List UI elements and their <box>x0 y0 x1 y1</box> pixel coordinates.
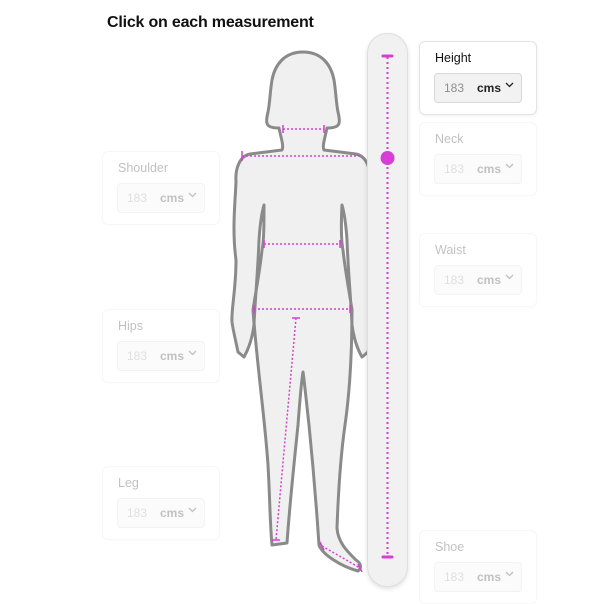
waist-label: Waist <box>435 243 466 257</box>
page-title: Click on each measurement <box>107 14 314 31</box>
height-card[interactable]: Height 183 cms <box>419 41 537 115</box>
hips-select[interactable]: 183 cms <box>117 341 205 371</box>
leg-unit: cms <box>160 506 185 520</box>
leg-label: Leg <box>118 476 139 490</box>
leg-guide <box>275 317 297 541</box>
shoulder-label: Shoulder <box>118 161 169 175</box>
shoulder-unit: cms <box>160 191 185 205</box>
chevron-down-icon[interactable] <box>188 505 197 514</box>
hips-card[interactable]: Hips 183 cms <box>102 309 220 383</box>
height-value: 183 <box>444 81 465 95</box>
shoe-select[interactable]: 183 cms <box>434 562 522 592</box>
hips-label: Hips <box>118 319 144 333</box>
hips-unit: cms <box>160 349 185 363</box>
chevron-down-icon[interactable] <box>505 272 514 281</box>
height-select[interactable]: 183 cms <box>434 73 522 103</box>
waist-unit: cms <box>477 273 502 287</box>
height-unit: cms <box>477 81 502 95</box>
leg-value: 183 <box>127 506 148 520</box>
shoulder-card[interactable]: Shoulder 183 cms <box>102 151 220 225</box>
shoulder-select[interactable]: 183 cms <box>117 183 205 213</box>
hips-value: 183 <box>127 349 148 363</box>
shoe-unit: cms <box>477 570 502 584</box>
waist-select[interactable]: 183 cms <box>434 265 522 295</box>
body-outline <box>230 50 376 573</box>
leg-card[interactable]: Leg 183 cms <box>102 466 220 540</box>
height-slider[interactable] <box>367 33 408 587</box>
shoe-value: 183 <box>444 570 465 584</box>
chevron-down-icon[interactable] <box>188 348 197 357</box>
chevron-down-icon[interactable] <box>505 80 514 89</box>
neck-label: Neck <box>435 132 464 146</box>
chevron-down-icon[interactable] <box>505 569 514 578</box>
slider-handle-icon[interactable] <box>380 151 395 165</box>
shoe-card[interactable]: Shoe 183 cms <box>419 530 537 604</box>
shoe-guide <box>321 545 361 569</box>
neck-value: 183 <box>444 162 465 176</box>
waist-card[interactable]: Waist 183 cms <box>419 233 537 307</box>
leg-select[interactable]: 183 cms <box>117 498 205 528</box>
neck-select[interactable]: 183 cms <box>434 154 522 184</box>
neck-card[interactable]: Neck 183 cms <box>419 122 537 196</box>
chevron-down-icon[interactable] <box>188 190 197 199</box>
height-label: Height <box>435 51 472 65</box>
shoe-label: Shoe <box>435 540 465 554</box>
waist-value: 183 <box>444 273 465 287</box>
neck-unit: cms <box>477 162 502 176</box>
shoulder-value: 183 <box>127 191 148 205</box>
chevron-down-icon[interactable] <box>505 161 514 170</box>
